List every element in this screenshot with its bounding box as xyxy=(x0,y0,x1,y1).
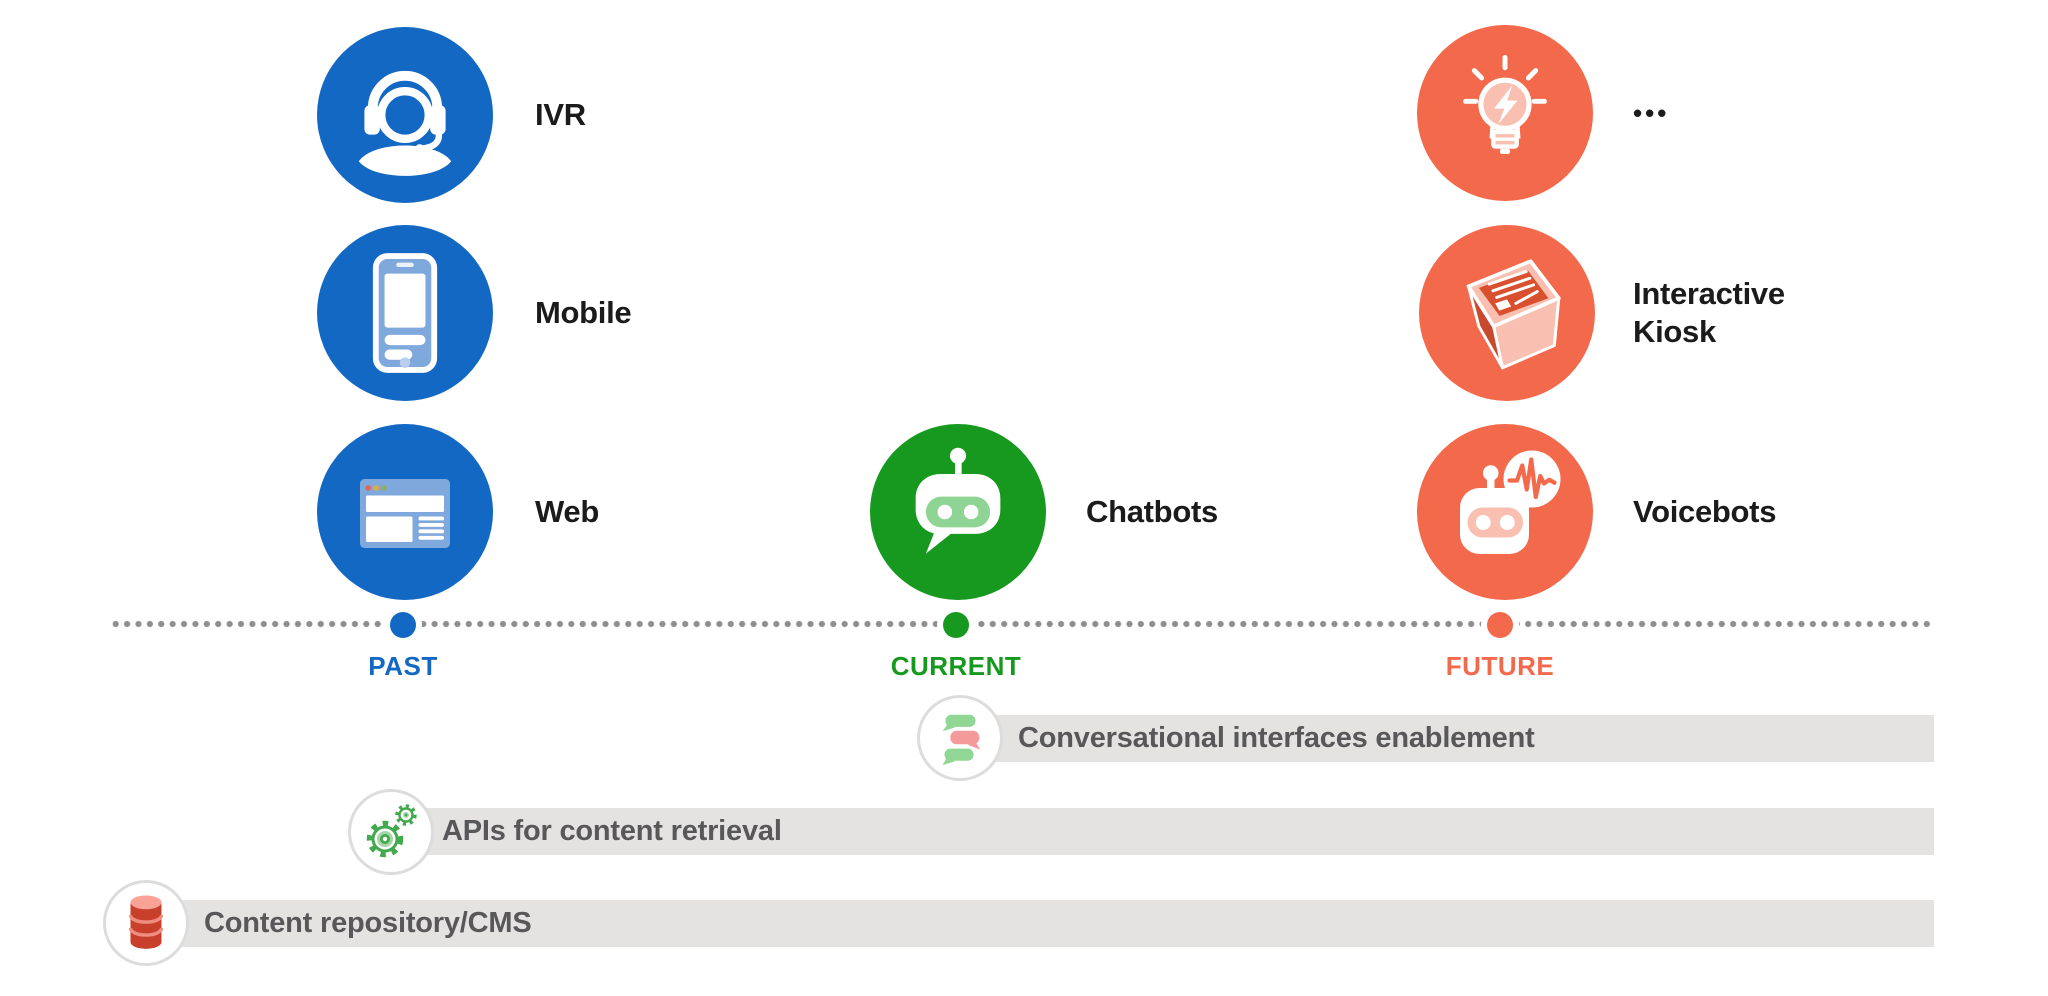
interactive-kiosk-icon xyxy=(1466,259,1561,370)
chatbot-icon xyxy=(915,447,1001,554)
mobile-channel-badge xyxy=(317,225,493,401)
layer-bar-content-repository: Content repository/CMS xyxy=(140,900,1934,947)
channel-label-mobile: Mobile xyxy=(535,295,632,330)
phase-label-future: FUTURE xyxy=(1445,651,1555,681)
layer-label: Conversational interfaces enablement xyxy=(1018,722,1535,754)
chatbots-channel-badge xyxy=(870,424,1046,600)
layer-bar-conversational-enablement: Conversational interfaces enablement xyxy=(978,715,1934,762)
channel-label-web: Web xyxy=(535,494,599,529)
web-channel-badge xyxy=(317,424,493,600)
phase-label-current: CURRENT xyxy=(890,651,1022,681)
browser-window-icon xyxy=(360,479,450,548)
future-more-channel-badge xyxy=(1417,25,1593,201)
headset-agent-icon xyxy=(358,70,452,176)
gears-icon xyxy=(366,804,417,858)
voicebot-icon xyxy=(1460,450,1561,554)
layer-label: APIs for content retrieval xyxy=(442,815,782,847)
layer-icon-circle xyxy=(917,695,1003,781)
channel-label-kiosk: Interactive Kiosk xyxy=(1633,276,1785,349)
timeline-dotted-line xyxy=(110,620,1934,628)
kiosk-channel-badge xyxy=(1419,225,1595,401)
ivr-channel-badge xyxy=(317,27,493,203)
smartphone-icon xyxy=(372,253,438,373)
channel-label-chatbots: Chatbots xyxy=(1086,494,1218,529)
database-icon xyxy=(128,895,164,949)
chat-bubbles-icon xyxy=(942,714,981,766)
voicebots-channel-badge xyxy=(1417,424,1593,600)
timeline-dot-past xyxy=(390,612,416,638)
layer-label: Content repository/CMS xyxy=(204,907,532,939)
channel-label-more: ••• xyxy=(1633,98,1670,128)
lightbulb-bolt-icon xyxy=(1463,55,1547,155)
phase-label-past: PAST xyxy=(368,651,438,681)
timeline-dot-future xyxy=(1487,612,1513,638)
channel-label-ivr: IVR xyxy=(535,97,586,132)
layer-icon-circle xyxy=(348,789,434,875)
channel-label-voicebots: Voicebots xyxy=(1633,494,1777,529)
layer-icon-circle xyxy=(103,880,189,966)
layer-bar-apis: APIs for content retrieval xyxy=(400,808,1934,855)
timeline-dot-current xyxy=(943,612,969,638)
